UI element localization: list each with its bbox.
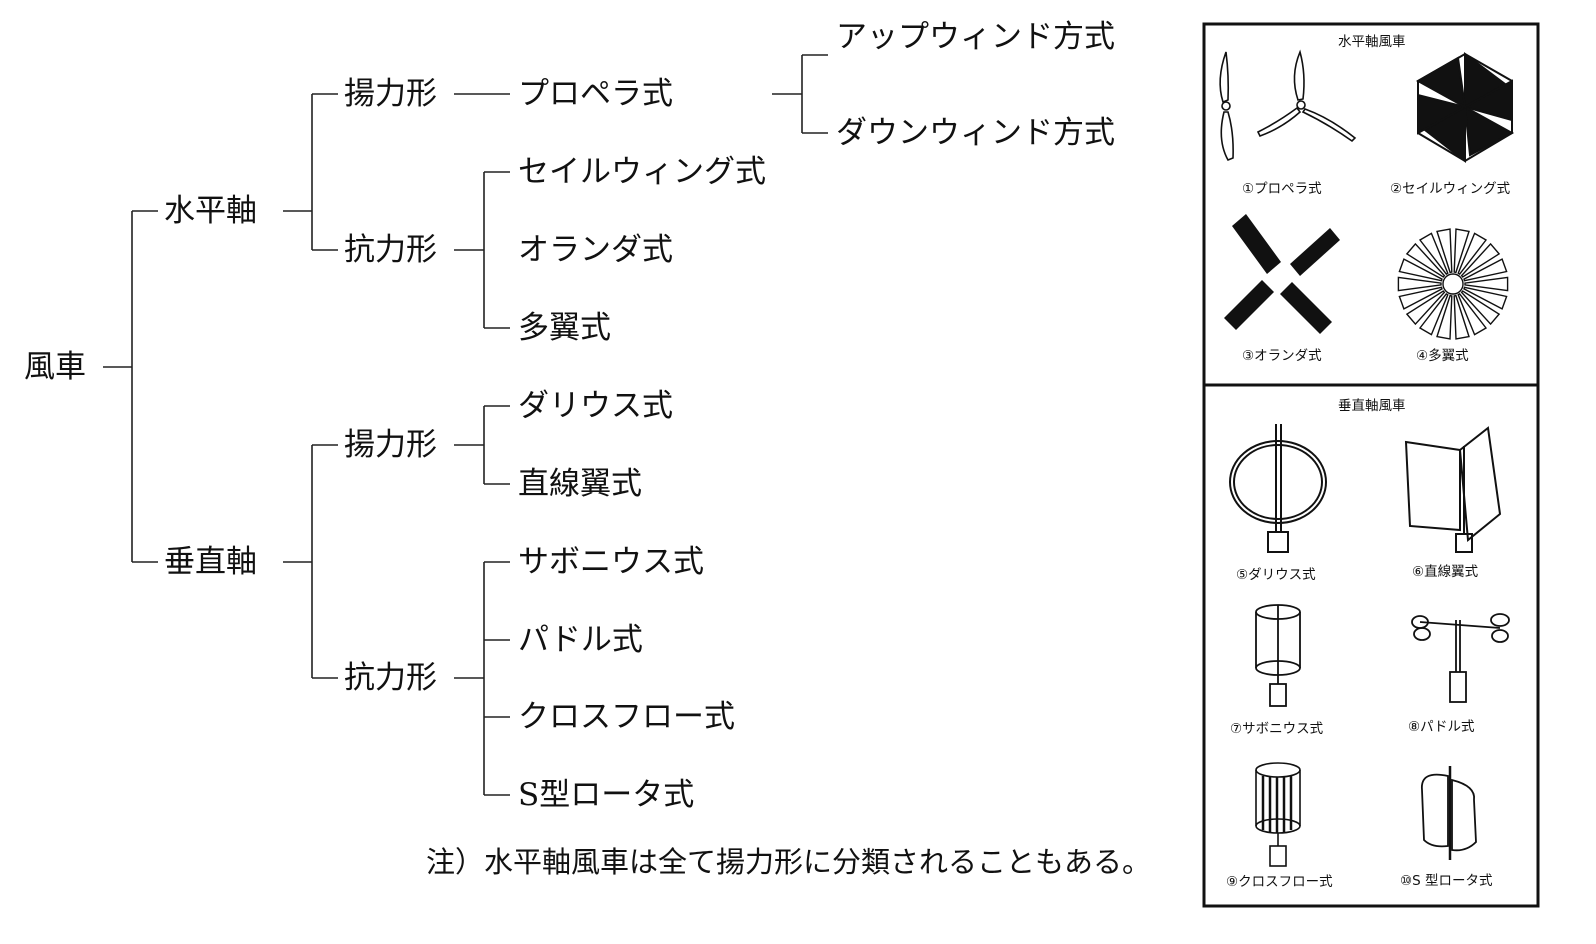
leaf-propeller: プロペラ式 <box>518 76 673 112</box>
caption-crossflow: ⑨クロスフロー式 <box>1226 874 1333 890</box>
multiblade-blade <box>1453 228 1470 274</box>
leaf-sailwing: セイルウィング式 <box>518 154 766 190</box>
caption-multiblade: ④多翼式 <box>1416 348 1469 364</box>
sailwing-illustration <box>1415 52 1515 164</box>
multiblade-blade <box>1418 292 1449 336</box>
leaf-downwind: ダウンウィンド方式 <box>836 115 1115 151</box>
multiblade-blade <box>1436 294 1453 340</box>
multiblade-blade <box>1457 232 1488 276</box>
multiblade-blade <box>1418 232 1449 276</box>
multiblade-blade <box>1453 294 1470 340</box>
caption-propeller: ①プロペラ式 <box>1242 181 1322 197</box>
horizontal-connector <box>283 54 828 329</box>
straight-blade-illustration <box>1404 426 1502 553</box>
leaf-multiblade: 多翼式 <box>518 310 611 346</box>
tree-connectors <box>103 54 828 796</box>
multiblade-blade <box>1398 258 1443 282</box>
multiblade-blade <box>1398 286 1443 310</box>
caption-straight-blade: ⑥直線翼式 <box>1412 564 1479 580</box>
root-connector <box>103 210 158 563</box>
panel-title-vertical: 垂直軸風車 <box>1338 398 1406 414</box>
leaf-upwind: アップウィンド方式 <box>836 19 1115 55</box>
caption-paddle: ⑧パドル式 <box>1408 719 1475 735</box>
footnote: 注）水平軸風車は全て揚力形に分類されることもある。 <box>426 845 1152 879</box>
multiblade-blade <box>1436 228 1453 274</box>
caption-savonius: ⑦サボニウス式 <box>1230 721 1324 737</box>
leaf-crossflow: クロスフロー式 <box>518 699 735 735</box>
leaf-dutch: オランダ式 <box>518 232 673 268</box>
caption-s-rotor: ⑩S 型ロータ式 <box>1400 873 1493 889</box>
leaf-s-rotor: S型ロータ式 <box>518 777 695 813</box>
leaf-savonius: サボニウス式 <box>518 544 704 580</box>
multiblade-hub <box>1442 273 1464 295</box>
caption-dutch: ③オランダ式 <box>1242 348 1322 364</box>
node-vertical-axis: 垂直軸 <box>164 544 257 580</box>
node-vertical-lift: 揚力形 <box>344 427 437 463</box>
savonius-illustration <box>1255 604 1301 707</box>
multiblade-blade <box>1405 290 1446 326</box>
multiblade-blade <box>1460 290 1501 326</box>
tree-root: 風車 <box>24 349 86 385</box>
paddle-illustration <box>1411 613 1510 703</box>
leaf-darrieus: ダリウス式 <box>518 388 673 424</box>
node-horizontal-drag: 抗力形 <box>344 232 437 268</box>
multiblade-blade <box>1397 276 1442 292</box>
leaf-straight-blade: 直線翼式 <box>518 466 642 502</box>
multiblade-blade <box>1457 292 1488 336</box>
panel-title-horizontal: 水平軸風車 <box>1338 34 1406 50</box>
caption-sailwing: ②セイルウィング式 <box>1390 181 1511 197</box>
leaf-paddle: パドル式 <box>518 622 643 658</box>
dutch-illustration <box>1224 214 1340 334</box>
node-horizontal-lift: 揚力形 <box>344 76 437 112</box>
vertical-connector <box>283 405 510 796</box>
s-rotor-illustration <box>1421 766 1477 860</box>
caption-darrieus: ⑤ダリウス式 <box>1236 567 1316 583</box>
multiblade-blade <box>1463 286 1508 310</box>
crossflow-illustration <box>1255 762 1301 867</box>
multiblade-blade <box>1464 276 1509 292</box>
multiblade-illustration <box>1397 228 1509 340</box>
node-vertical-drag: 抗力形 <box>344 660 437 696</box>
multiblade-blade <box>1405 242 1446 278</box>
multiblade-blade <box>1460 242 1501 278</box>
darrieus-illustration <box>1229 424 1327 553</box>
propeller-illustration <box>1219 49 1357 162</box>
multiblade-blade <box>1463 258 1508 282</box>
node-horizontal-axis: 水平軸 <box>164 193 257 229</box>
